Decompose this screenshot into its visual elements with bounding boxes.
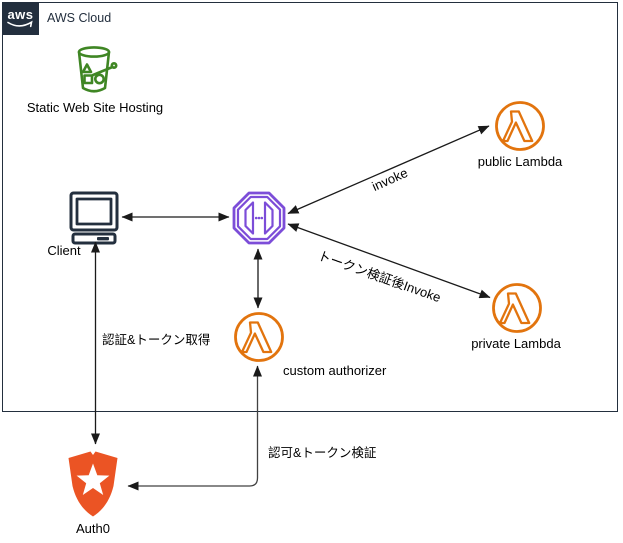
custom-authorizer-label: custom authorizer bbox=[283, 363, 387, 378]
auth0-shield-icon bbox=[68, 451, 118, 517]
edge-label-verify-token: 認可&トークン検証 bbox=[268, 446, 377, 460]
public-lambda-icon bbox=[495, 101, 545, 151]
aws-logo: aws bbox=[2, 2, 39, 35]
public-lambda-label: public Lambda bbox=[477, 154, 563, 169]
edge-label-auth-token: 認証&トークン取得 bbox=[102, 333, 211, 347]
custom-authorizer-lambda-icon bbox=[234, 312, 284, 362]
s3-label: Static Web Site Hosting bbox=[26, 100, 164, 115]
aws-cloud-label: AWS Cloud bbox=[47, 11, 112, 25]
aws-logo-swoosh-icon bbox=[7, 20, 33, 28]
aws-cloud-group-border bbox=[2, 2, 618, 412]
private-lambda-icon bbox=[492, 283, 542, 333]
auth0-label: Auth0 bbox=[76, 521, 110, 536]
client-label: Client bbox=[47, 243, 81, 258]
client-monitor-icon bbox=[69, 191, 119, 245]
aws-logo-text: aws bbox=[7, 7, 34, 22]
s3-bucket-icon bbox=[77, 46, 118, 93]
api-gateway-icon bbox=[232, 191, 286, 245]
private-lambda-label: private Lambda bbox=[471, 336, 561, 351]
